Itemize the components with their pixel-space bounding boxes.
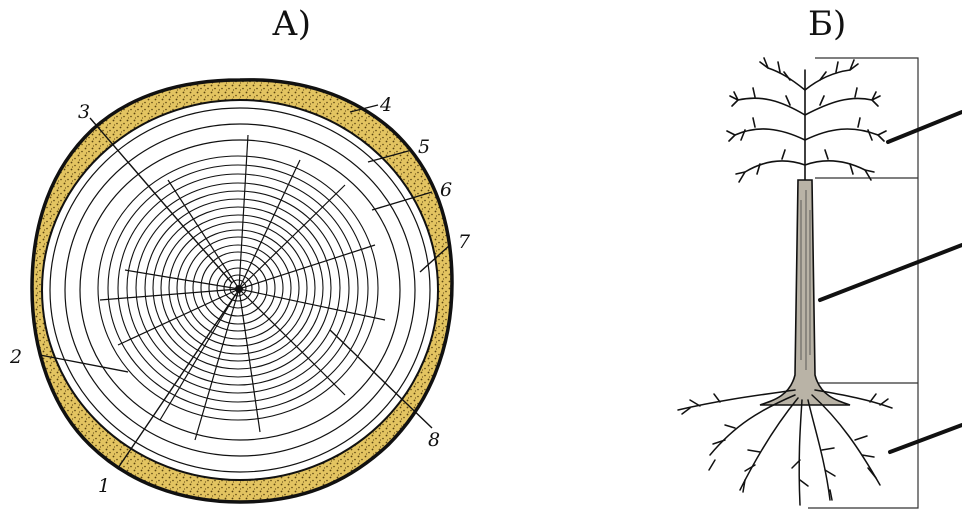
label-4: 4 bbox=[379, 94, 392, 116]
label-5: 5 bbox=[418, 136, 430, 158]
tree-roots bbox=[678, 390, 892, 505]
tree-crown bbox=[727, 58, 886, 200]
label-7: 7 bbox=[458, 231, 471, 253]
part-pointer-lines bbox=[820, 112, 962, 452]
label-1: 1 bbox=[98, 475, 110, 497]
label-3: 3 bbox=[78, 101, 90, 123]
trunk-cross-section: 1 2 3 4 5 6 7 8 bbox=[9, 80, 471, 502]
label-2: 2 bbox=[9, 346, 22, 368]
label-8: 8 bbox=[428, 429, 440, 451]
tree-diagram bbox=[678, 58, 962, 508]
label-6: 6 bbox=[440, 179, 452, 201]
